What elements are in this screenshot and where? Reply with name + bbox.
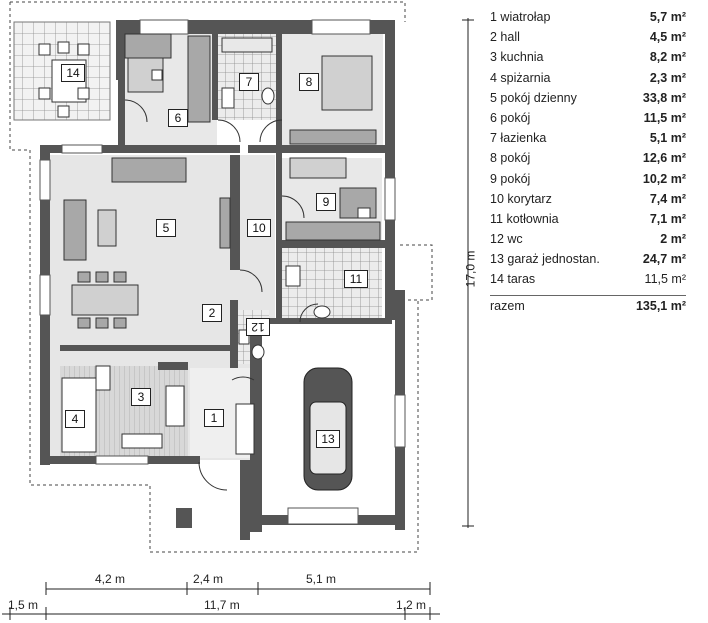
legend-room-name: 9 pokój [490, 171, 531, 186]
room-label-14: 14 [61, 64, 85, 82]
legend-total-area: 135,1 m² [635, 298, 686, 313]
legend-room-area: 11,5 m² [643, 110, 686, 125]
legend-row: 3 kuchnia 8,2 m² [490, 50, 686, 70]
legend-room-area: 8,2 m² [649, 50, 686, 65]
legend-row: 7 łazienka 5,1 m² [490, 131, 686, 151]
legend-room-name: 8 pokój [490, 151, 531, 166]
room-label-5: 5 [156, 219, 176, 237]
room-label-10: 10 [247, 219, 271, 237]
room-label-3: 3 [131, 388, 151, 406]
legend-room-name: 1 wiatrołap [490, 10, 551, 24]
car [303, 367, 353, 491]
legend-row: 5 pokój dzienny 33,8 m² [490, 91, 686, 111]
legend-row: 9 pokój 10,2 m² [490, 172, 686, 192]
legend-room-area: 24,7 m² [642, 252, 686, 267]
legend-room-area: 7,1 m² [649, 211, 686, 226]
legend-row: 11 kotłownia 7,1 m² [490, 212, 686, 232]
legend-row: 8 pokój 12,6 m² [490, 151, 686, 171]
legend-room-area: 11,5 m² [644, 272, 686, 287]
plot-outline [9, 1, 433, 553]
legend-room-area: 33,8 m² [642, 90, 686, 105]
legend-row: 4 spiżarnia 2,3 m² [490, 71, 686, 91]
room-label-11: 11 [344, 270, 368, 288]
legend-room-name: 5 pokój dzienny [490, 90, 577, 105]
dim-bottom-2: 11,7 m [204, 598, 240, 612]
door-swings [124, 99, 319, 491]
legend-total-label: razem [490, 298, 525, 313]
dim-top-2: 2,4 m [193, 572, 224, 586]
room-label-4: 4 [65, 410, 85, 428]
dim-height: 17,0 m [463, 250, 478, 288]
legend-room-area: 5,1 m² [649, 131, 686, 146]
legend-room-name: 10 korytarz [490, 191, 552, 206]
dimension-lines [2, 18, 474, 620]
legend-room-name: 6 pokój [490, 110, 531, 125]
legend-room-name: 4 spiżarnia [490, 70, 551, 85]
room-area-legend: 1 wiatrołap 5,7 m² 2 hall 4,5 m² 3 kuchnia 8,… [490, 10, 686, 313]
legend-row: 1 wiatrołap 5,7 m² [490, 10, 686, 30]
terrace-14 [13, 21, 111, 121]
legend-total-row: razem 135,1 m² [490, 299, 686, 313]
legend-separator [490, 294, 686, 296]
legend-row: 12 wc 2 m² [490, 232, 686, 252]
legend-room-name: 14 taras [490, 272, 536, 287]
room-label-13: 13 [316, 430, 340, 448]
legend-room-area: 2 m² [660, 232, 686, 247]
legend-room-name: 11 kotłownia [490, 211, 559, 226]
legend-room-area: 2,3 m² [649, 70, 686, 85]
legend-room-name: 12 wc [490, 232, 523, 247]
room-label-2: 2 [202, 304, 222, 322]
legend-room-area: 4,5 m² [649, 30, 686, 45]
legend-room-area: 10,2 m² [642, 171, 686, 186]
terrace-table [38, 41, 90, 118]
legend-room-area: 12,6 m² [642, 151, 686, 166]
room-label-7: 7 [239, 73, 259, 91]
legend-room-name: 13 garaż jednostan. [490, 252, 600, 267]
porch-floor [158, 462, 246, 538]
room-label-12: 12 [246, 318, 270, 336]
legend-room-name: 3 kuchnia [490, 50, 544, 65]
legend-row: 10 korytarz 7,4 m² [490, 192, 686, 212]
legend-row: 13 garaż jednostan. 24,7 m² [490, 252, 686, 272]
room-label-6: 6 [168, 109, 188, 127]
legend-row: 6 pokój 11,5 m² [490, 111, 686, 131]
dim-top-3: 5,1 m [306, 572, 337, 586]
legend-room-name: 7 łazienka [490, 131, 547, 146]
room-label-8: 8 [299, 73, 319, 91]
dim-bottom-3: 1,2 m [396, 598, 427, 612]
room-label-1: 1 [204, 409, 224, 427]
legend-row: 14 taras 11,5 m² [490, 272, 686, 292]
legend-room-name: 2 hall [490, 30, 520, 45]
legend-row: 2 hall 4,5 m² [490, 30, 686, 50]
dim-top-1: 4,2 m [95, 572, 126, 586]
legend-room-area: 5,7 m² [649, 10, 686, 24]
dim-bottom-1: 1,5 m [8, 598, 39, 612]
legend-room-area: 7,4 m² [649, 191, 686, 206]
room-label-9: 9 [316, 193, 336, 211]
